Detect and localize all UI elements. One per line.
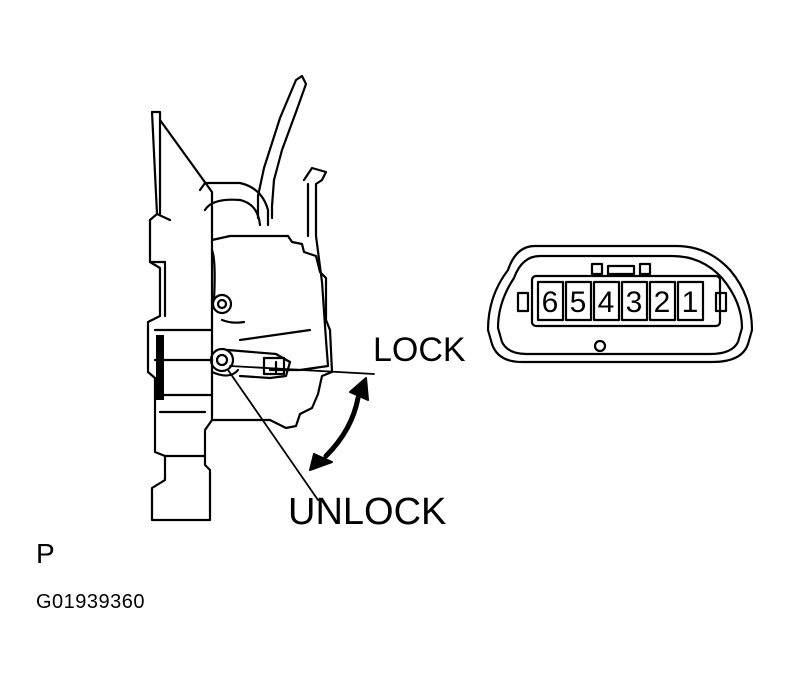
pin-label: 4 xyxy=(598,286,615,319)
pin-cavity xyxy=(620,280,649,322)
motion-arrow xyxy=(309,377,369,471)
wire-link xyxy=(268,166,330,372)
connector xyxy=(486,244,754,364)
lock-rod xyxy=(256,74,308,220)
actuator-lever xyxy=(209,347,292,380)
pin-cavity xyxy=(676,280,705,322)
pin-label: 6 xyxy=(542,286,559,319)
pin-cavity xyxy=(536,280,565,322)
figure-code: G01939360 xyxy=(36,591,146,613)
pin-cavity xyxy=(564,280,593,322)
pin-label: 5 xyxy=(570,286,587,319)
pin-label: 2 xyxy=(654,286,671,319)
pin-label: 1 xyxy=(682,286,699,319)
position-label: P xyxy=(36,538,55,569)
pointer-lines xyxy=(227,365,375,501)
actuator-housing xyxy=(210,234,334,430)
mounting-plate xyxy=(146,110,214,522)
pin-cavity xyxy=(648,280,677,322)
pin-cavity xyxy=(592,280,621,322)
unlock-label: UNLOCK xyxy=(288,491,447,533)
lock-label: LOCK xyxy=(373,331,466,369)
pin-label: 3 xyxy=(626,286,643,319)
